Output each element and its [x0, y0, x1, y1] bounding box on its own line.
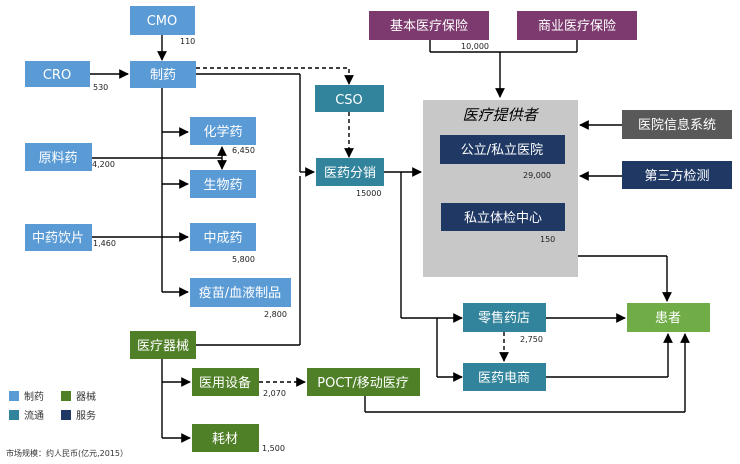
tijian-node: 私立体检中心 — [441, 203, 565, 231]
svg-text:原料药: 原料药 — [38, 151, 77, 166]
shebei-node: 医用设备 — [192, 368, 259, 396]
svg-text:患者: 患者 — [655, 311, 681, 326]
svg-text:化学药: 化学药 — [203, 124, 242, 140]
gongli-yiyuan-value: 29,000 — [523, 171, 551, 180]
svg-text:耗材: 耗材 — [212, 432, 238, 447]
svg-text:流通: 流通 — [24, 409, 44, 422]
shangye-baoxian-node: 商业医疗保险 — [517, 11, 637, 40]
svg-text:第三方检测: 第三方检测 — [644, 168, 709, 184]
lingshou-value: 2,750 — [520, 335, 543, 344]
svg-text:CMO: CMO — [147, 14, 178, 29]
cro-value: 530 — [93, 83, 108, 92]
cro-node: CRO — [25, 61, 90, 87]
shengwuyao-node: 生物药 — [190, 170, 256, 198]
cso-node: CSO — [315, 85, 384, 112]
svg-text:生物药: 生物药 — [203, 178, 242, 193]
yimiao-value: 2,800 — [264, 310, 287, 319]
yimiao-node: 疫苗/血液制品 — [190, 278, 291, 307]
legend: 制药 器械 流通 服务 — [9, 390, 96, 422]
svg-text:中药饮片: 中药饮片 — [32, 231, 84, 246]
yiyaofenxiao-node: 医药分销 — [316, 158, 384, 186]
svg-text:CRO: CRO — [43, 68, 71, 83]
jiben-baoxian-node: 基本医疗保险 — [369, 11, 489, 40]
disanfang-node: 第三方检测 — [622, 161, 732, 189]
svg-text:器械: 器械 — [76, 390, 96, 403]
yiyaofenxiao-value: 15000 — [356, 189, 381, 198]
zhongyaoyinpian-node: 中药饮片 — [25, 224, 92, 251]
svg-text:医院信息系统: 医院信息系统 — [638, 117, 716, 133]
provider-title: 医疗提供者 — [462, 106, 539, 124]
dianshang-node: 医药电商 — [463, 363, 546, 391]
svg-text:商业医疗保险: 商业医疗保险 — [538, 19, 616, 34]
connectors — [90, 35, 690, 443]
cmo-node: CMO — [130, 6, 195, 35]
svg-text:医药电商: 医药电商 — [478, 371, 530, 386]
tijian-value: 150 — [540, 235, 555, 244]
yuanliaoyao-value: 4,200 — [92, 160, 115, 169]
huanzhe-node: 患者 — [627, 303, 710, 332]
svg-text:基本医疗保险: 基本医疗保险 — [390, 19, 468, 34]
zhongchengyao-value: 5,800 — [232, 255, 255, 264]
huaxueyao-node: 化学药 — [190, 117, 256, 145]
svg-text:零售药店: 零售药店 — [478, 310, 530, 326]
lingshou-node: 零售药店 — [463, 303, 546, 332]
svg-text:制药: 制药 — [24, 390, 44, 403]
qixie-node: 医疗器械 — [130, 331, 196, 359]
svg-text:医用设备: 医用设备 — [199, 375, 251, 391]
svg-text:服务: 服务 — [76, 409, 96, 422]
zhongyaoyinpian-value: 1,460 — [93, 239, 116, 248]
yuanliaoyao-node: 原料药 — [25, 143, 92, 171]
svg-text:公立/私立医院: 公立/私立医院 — [461, 143, 543, 158]
baoxian-value: 10,000 — [461, 42, 489, 51]
svg-text:中成药: 中成药 — [203, 231, 242, 246]
provider-background — [423, 100, 578, 277]
svg-text:CSO: CSO — [335, 93, 363, 108]
haocai-node: 耗材 — [192, 424, 259, 452]
cmo-value: 110 — [180, 37, 195, 46]
zhiyao-node: 制药 — [130, 61, 196, 88]
zhongchengyao-node: 中成药 — [190, 223, 256, 251]
haocai-value: 1,500 — [262, 444, 285, 453]
svg-text:疫苗/血液制品: 疫苗/血液制品 — [199, 285, 281, 301]
gongli-yiyuan-node: 公立/私立医院 — [440, 135, 565, 164]
poct-node: POCT/移动医疗 — [307, 368, 420, 396]
svg-text:私立体检中心: 私立体检中心 — [464, 211, 542, 226]
shebei-value: 2,070 — [263, 389, 286, 398]
huaxueyao-value: 6,450 — [232, 146, 255, 155]
svg-text:医药分销: 医药分销 — [324, 166, 376, 181]
yiyuan-xinxi-node: 医院信息系统 — [622, 110, 732, 139]
svg-text:制药: 制药 — [150, 68, 176, 83]
svg-text:POCT/移动医疗: POCT/移动医疗 — [317, 376, 408, 391]
svg-text:医疗器械: 医疗器械 — [137, 339, 189, 354]
footnote: 市场规模：约人民币(亿元,2015） — [6, 448, 128, 458]
